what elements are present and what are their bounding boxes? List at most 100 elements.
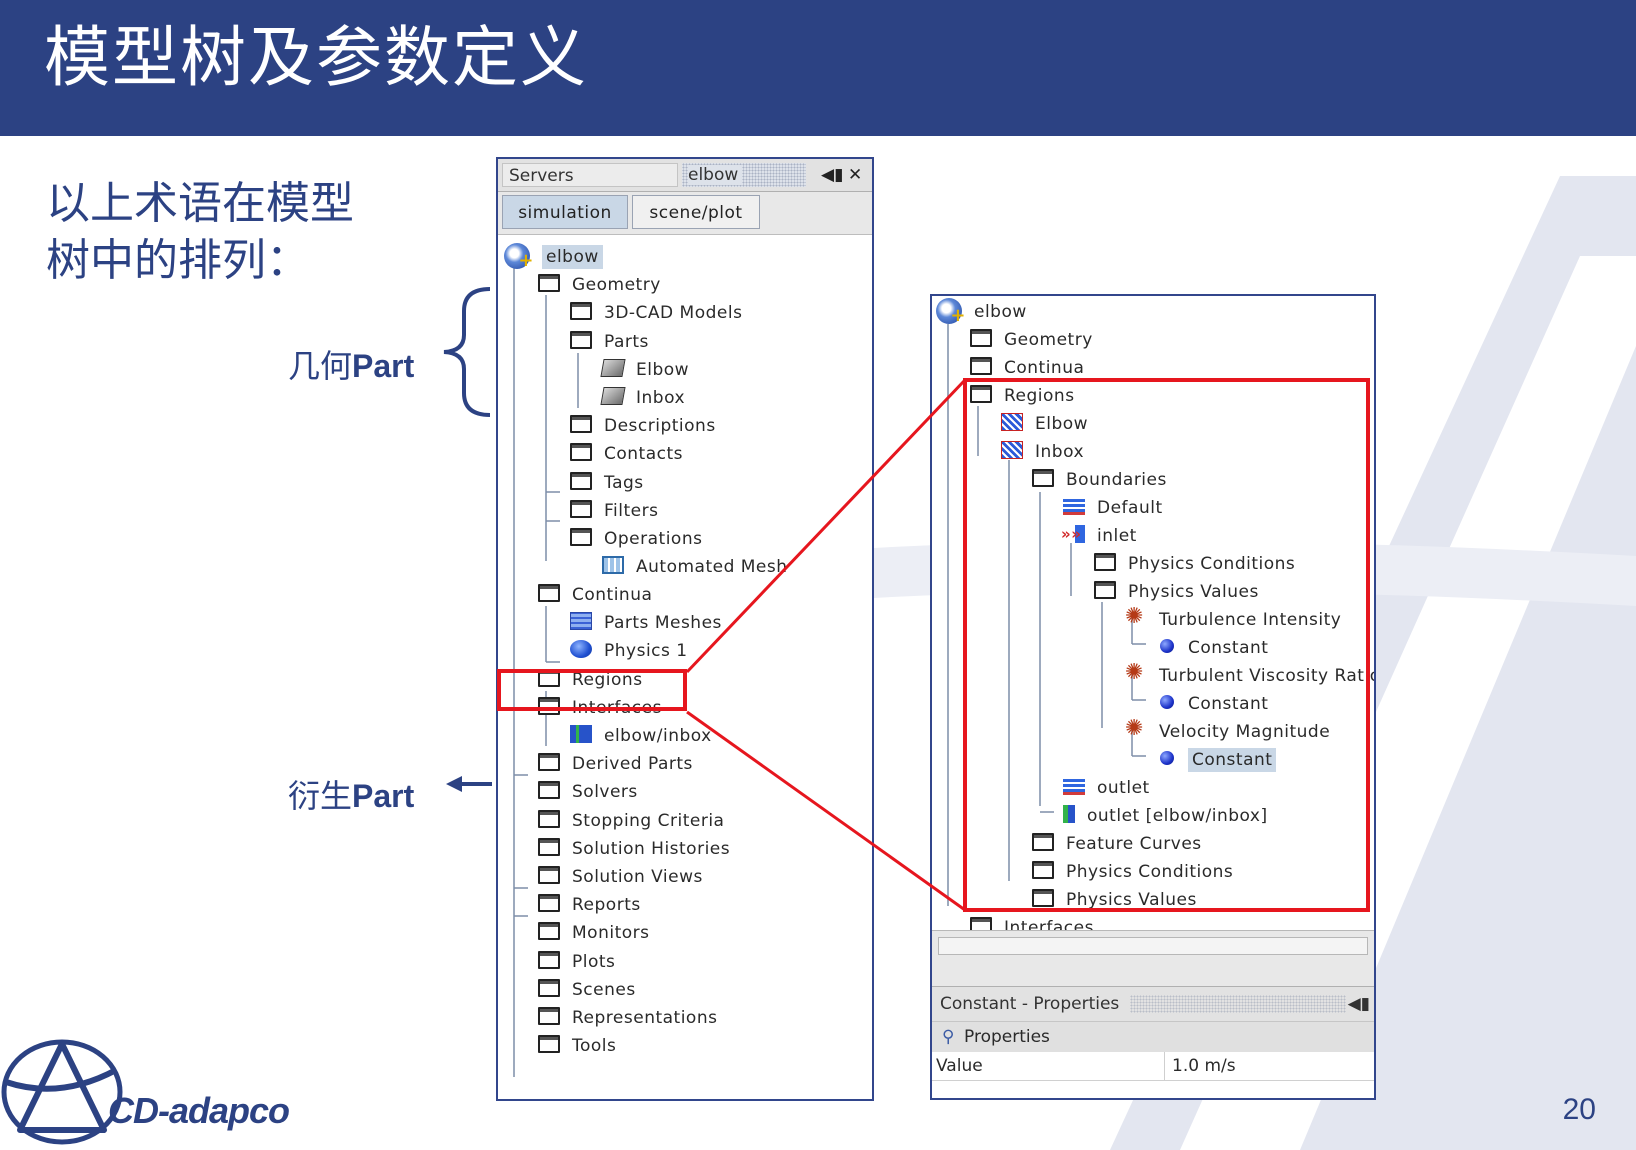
- tree-node-descriptions[interactable]: Descriptions: [570, 412, 716, 440]
- part-icon: [600, 387, 626, 405]
- tree-label: Feature Curves: [1066, 834, 1202, 854]
- tree-node-region-inbox[interactable]: Inbox: [1001, 438, 1084, 466]
- tree-label: outlet: [1097, 778, 1150, 798]
- tree-node-constant-selected[interactable]: Constant: [1156, 746, 1277, 774]
- tree-node-boundaries[interactable]: Boundaries: [1032, 466, 1167, 494]
- tree-node-solvers[interactable]: Solvers: [538, 778, 638, 806]
- tree-node-interfaces[interactable]: Interfaces: [970, 914, 1094, 930]
- derived-part-en: Part: [352, 778, 415, 814]
- curly-brace-icon: [443, 287, 491, 417]
- tree-node-elbow-inbox[interactable]: elbow/inbox: [570, 722, 712, 750]
- tree-node-physics-values[interactable]: Physics Values: [1094, 578, 1259, 606]
- geometry-part-label: 几何Part: [288, 346, 414, 386]
- tree-node-reports[interactable]: Reports: [538, 891, 641, 919]
- folder-icon: [538, 274, 560, 292]
- tree-label: Geometry: [572, 275, 661, 295]
- properties-section-header[interactable]: ⚲ Properties: [932, 1021, 1374, 1052]
- tree-node-parts-meshes[interactable]: Parts Meshes: [570, 609, 722, 637]
- inlet-boundary-icon: [1061, 520, 1085, 548]
- geometry-part-cn: 几何: [288, 347, 353, 385]
- folder-icon: [970, 357, 992, 375]
- tree-label: Tags: [604, 473, 644, 493]
- tree-label: Filters: [604, 501, 659, 521]
- tree-node-derived-parts[interactable]: Derived Parts: [538, 750, 693, 778]
- arrow-left-icon: [446, 776, 492, 792]
- folder-icon: [1032, 861, 1054, 879]
- tree-node-physics-conditions[interactable]: Physics Conditions: [1032, 858, 1233, 886]
- tab-servers[interactable]: Servers: [502, 163, 678, 187]
- tree-label: Regions: [572, 670, 643, 690]
- tree-node-feature-curves[interactable]: Feature Curves: [1032, 830, 1202, 858]
- tree-label: Turbulence Intensity: [1159, 610, 1342, 630]
- tree-label: Derived Parts: [572, 754, 693, 774]
- folder-icon: [538, 753, 560, 771]
- tree-label: Inbox: [1035, 442, 1085, 462]
- tab-elbow[interactable]: elbow: [682, 163, 806, 187]
- expand-icon[interactable]: ⚲: [942, 1027, 955, 1047]
- tree-node-continua[interactable]: Continua: [970, 354, 1084, 382]
- horizontal-scrollbar[interactable]: [938, 937, 1368, 955]
- panel-titlebar: Servers elbow ◀▮ ✕: [498, 159, 872, 192]
- scene-plot-button[interactable]: scene/plot: [632, 195, 760, 229]
- tree-node-operations[interactable]: Operations: [570, 525, 702, 553]
- regions-detail-highlight-box: [963, 378, 1370, 912]
- tree-node-outlet[interactable]: outlet: [1063, 774, 1150, 802]
- folder-icon: [1094, 553, 1116, 571]
- tree-node-constant[interactable]: Constant: [1156, 634, 1268, 662]
- tree-node-region-elbow[interactable]: Elbow: [1001, 410, 1088, 438]
- tree-node-continua[interactable]: Continua: [538, 581, 652, 609]
- tree-node-tags[interactable]: Tags: [570, 469, 644, 497]
- tree-node-contacts[interactable]: Contacts: [570, 440, 683, 468]
- tree-label: Operations: [604, 529, 703, 549]
- tree-node-parts[interactable]: Parts: [570, 328, 649, 356]
- tree-node-outlet-interface[interactable]: outlet [elbow/inbox]: [1063, 802, 1268, 830]
- tree-node-elbow[interactable]: elbow: [504, 243, 603, 275]
- tree-node-turbulent-viscosity-ratio[interactable]: Turbulent Viscosity Ratio: [1125, 659, 1376, 690]
- tree-node-part-inbox[interactable]: Inbox: [600, 384, 685, 412]
- tree-node-physics-values[interactable]: Physics Values: [1032, 886, 1197, 914]
- tree-label: Constant: [1188, 748, 1277, 772]
- tree-node-tools[interactable]: Tools: [538, 1032, 616, 1060]
- tree-node-solution-histories[interactable]: Solution Histories: [538, 835, 730, 863]
- logo-text: CD-adapco: [108, 1090, 290, 1131]
- tree-label: Continua: [572, 585, 653, 605]
- tree-node-plots[interactable]: Plots: [538, 948, 615, 976]
- properties-titlebar: Constant - Properties ◀▮: [932, 986, 1374, 1021]
- tree-node-physics-conditions[interactable]: Physics Conditions: [1094, 550, 1295, 578]
- tree-node-solution-views[interactable]: Solution Views: [538, 863, 703, 891]
- tree-label: Tools: [572, 1036, 617, 1056]
- tree-node-automated-mesh[interactable]: Automated Mesh: [602, 553, 788, 581]
- tree-node-regions[interactable]: Regions: [970, 382, 1075, 410]
- tree-node-inlet[interactable]: inlet: [1061, 520, 1137, 550]
- pin-icon[interactable]: ◀▮: [1347, 994, 1370, 1014]
- pin-icon[interactable]: ◀▮: [821, 165, 844, 185]
- tree-label: Interfaces: [1004, 918, 1094, 930]
- tree-node-3d-cad-models[interactable]: 3D-CAD Models: [570, 299, 742, 327]
- tree-node-constant[interactable]: Constant: [1156, 690, 1268, 718]
- tree-node-velocity-magnitude[interactable]: Velocity Magnitude: [1125, 715, 1330, 746]
- tree-label: Elbow: [636, 360, 690, 380]
- property-value[interactable]: 1.0 m/s: [1172, 1056, 1236, 1076]
- region-icon: [1001, 413, 1023, 431]
- close-icon[interactable]: ✕: [848, 165, 863, 185]
- tree-label: Elbow: [1035, 414, 1089, 434]
- folder-icon: [570, 302, 592, 320]
- tree-node-stopping-criteria[interactable]: Stopping Criteria: [538, 807, 724, 835]
- tree-node-monitors[interactable]: Monitors: [538, 919, 649, 947]
- property-row-value[interactable]: Value 1.0 m/s: [932, 1052, 1374, 1081]
- tree-node-representations[interactable]: Representations: [538, 1004, 717, 1032]
- tree-node-geometry[interactable]: Geometry: [970, 326, 1093, 354]
- tree-node-geometry[interactable]: Geometry: [538, 271, 661, 299]
- properties-section-label: Properties: [964, 1027, 1050, 1047]
- tree-label: Constant: [1188, 638, 1269, 658]
- tree-node-default[interactable]: Default: [1063, 494, 1163, 522]
- tree-label: Turbulent Viscosity Ratio: [1159, 666, 1376, 686]
- tree-node-turbulence-intensity[interactable]: Turbulence Intensity: [1125, 603, 1342, 634]
- tree-node-part-elbow[interactable]: Elbow: [600, 356, 690, 384]
- tree-node-elbow[interactable]: elbow: [936, 298, 1027, 330]
- tree-node-scenes[interactable]: Scenes: [538, 976, 636, 1004]
- part-icon: [600, 359, 626, 377]
- tree-node-physics-1[interactable]: Physics 1: [570, 637, 688, 665]
- simulation-button[interactable]: simulation: [502, 195, 628, 229]
- tree-node-filters[interactable]: Filters: [570, 497, 658, 525]
